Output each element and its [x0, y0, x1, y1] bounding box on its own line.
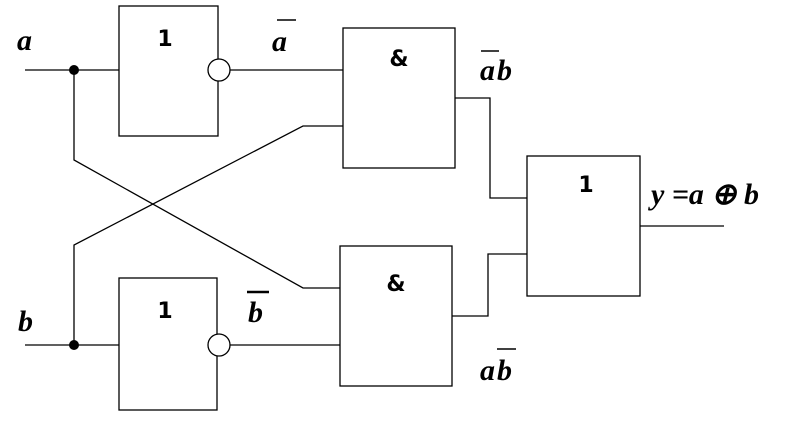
- signal-label-not-b: b: [248, 296, 263, 329]
- signal-and-top: a b: [480, 50, 512, 87]
- not-gate-b-body: [118, 277, 218, 411]
- not-gate-a-bubble: [207, 58, 231, 82]
- signal-label-not-a: a: [272, 25, 287, 58]
- not-gate-a-body: [118, 5, 219, 137]
- and-gate-bottom: &: [339, 245, 453, 387]
- input-label-b: b: [18, 305, 33, 338]
- junction-dot-a: [69, 65, 79, 75]
- wires: [25, 69, 724, 346]
- not-gate-a: 1: [118, 5, 231, 137]
- wire-and-top-out: [455, 97, 527, 199]
- and-gate-top-body: [342, 27, 456, 169]
- signal-not-b: b: [247, 290, 269, 329]
- signal-label-and-top-a: a: [480, 54, 495, 87]
- not-gate-b: 1: [118, 277, 231, 411]
- signal-label-and-top-b: b: [497, 54, 512, 87]
- output-label: y =a ⊕ b: [648, 178, 759, 211]
- and-gate-bottom-symbol: &: [386, 272, 405, 297]
- not-gate-a-symbol: 1: [157, 27, 172, 52]
- signal-label-and-bottom-a: a: [480, 354, 495, 387]
- and-gate-bottom-body: [339, 245, 453, 387]
- or-gate-output-body: [526, 155, 641, 297]
- not-gate-b-symbol: 1: [157, 299, 172, 324]
- signal-label-and-bottom-b: b: [497, 354, 512, 387]
- not-gate-b-bubble: [207, 333, 231, 357]
- wire-and-bottom-out: [452, 253, 527, 317]
- input-label-a: a: [17, 24, 32, 57]
- or-gate-output-symbol: 1: [578, 173, 593, 198]
- and-gate-top: &: [342, 27, 456, 169]
- or-gate-output: 1: [526, 155, 641, 297]
- wire-b-branch-cross: [73, 125, 343, 345]
- signal-not-a: a: [272, 19, 296, 58]
- wire-a-branch-cross: [73, 70, 340, 289]
- junction-dot-b: [69, 340, 79, 350]
- and-gate-top-symbol: &: [389, 47, 408, 72]
- signal-and-bottom: a b: [480, 348, 516, 387]
